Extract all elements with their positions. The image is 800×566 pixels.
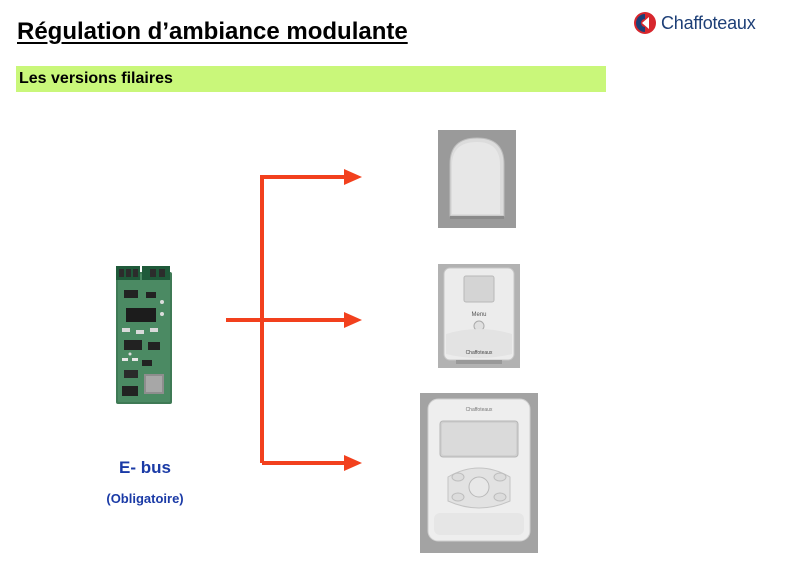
remote-controller-image: Chaffoteaux bbox=[420, 393, 538, 553]
arrow-right-icon bbox=[344, 312, 362, 328]
bus-name: E- bus bbox=[119, 458, 171, 477]
room-sensor-image bbox=[438, 130, 516, 228]
section-label: Les versions filaires bbox=[19, 70, 173, 87]
room-thermostat-image: Menu Chaffoteaux bbox=[438, 264, 520, 368]
section-band: Les versions filaires bbox=[16, 66, 606, 92]
brand-name: Chaffoteaux bbox=[661, 12, 756, 33]
page-title: Régulation d’ambiance modulante bbox=[17, 18, 408, 45]
chaffoteaux-logo-icon bbox=[634, 12, 656, 34]
bus-requirement: (Obligatoire) bbox=[106, 491, 184, 506]
thermostat-brand-label: Chaffoteaux bbox=[466, 350, 493, 356]
arrow-right-icon bbox=[344, 169, 362, 185]
controller-brand-label: Chaffoteaux bbox=[466, 407, 493, 413]
thermostat-button-label: Menu bbox=[471, 312, 486, 318]
brand-logo: Chaffoteaux bbox=[633, 11, 756, 35]
arrow-right-icon bbox=[344, 455, 362, 471]
ebus-module-board bbox=[110, 262, 178, 408]
